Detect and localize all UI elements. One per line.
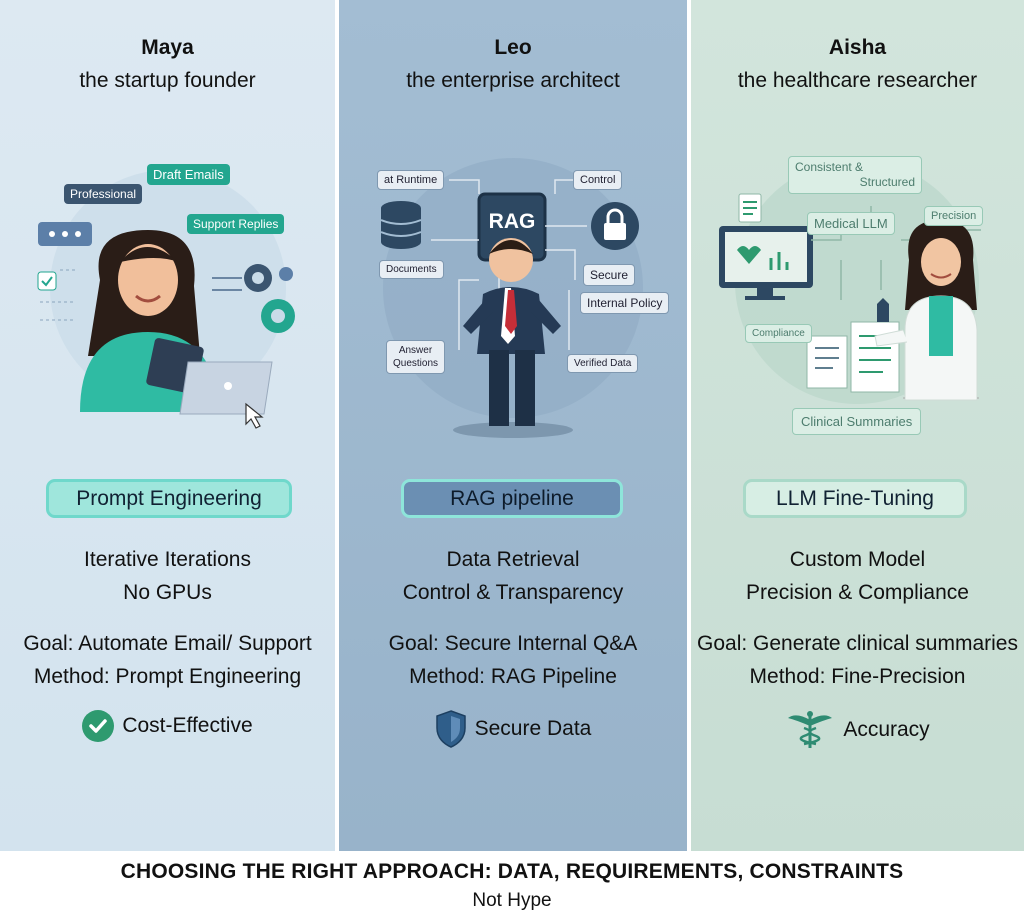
tag-at-runtime: at Runtime [377,170,445,190]
persona-column-maya: Maya the startup founder [0,0,335,851]
detail-line: Precision & Compliance [746,581,969,604]
leo-illustration-svg [380,158,643,438]
leo-illustration: at Runtime Control Documents Secure Inte… [339,150,687,440]
approach-pill-rag-pipeline: RAG pipeline [401,479,623,518]
detail-line: Data Retrieval [446,548,580,571]
goal-line: Goal: Generate clinical summaries [697,632,1018,655]
persona-column-leo: Leo the enterprise architect [339,0,687,851]
footer-title: CHOOSING THE RIGHT APPROACH: DATA, REQUI… [120,860,904,883]
outcome-label: Cost-Effective [122,714,253,737]
tag-secure: Secure [583,264,636,286]
aisha-illustration: Consistent & Structured Medical LLM Prec… [691,150,1024,440]
persona-name: Leo [494,36,532,59]
detail-line: Control & Transparency [402,581,624,604]
tag-professional: Professional [64,184,143,204]
tag-control: Control [573,170,623,190]
approach-pill-llm-fine-tuning: LLM Fine-Tuning [743,479,967,518]
goal-line: Goal: Secure Internal Q&A [388,632,638,655]
lock-icon [591,202,639,250]
persona-name: Aisha [828,36,887,59]
tag-documents: Documents [379,260,444,279]
caduceus-icon [788,711,833,748]
tag-structured: Structured [859,175,915,189]
outcome-badge: Accuracy [691,710,1024,750]
footer-subtitle: Not Hype [472,890,552,911]
goal-line: Goal: Automate Email/ Support [23,632,312,655]
tag-support-replies: Support Replies [187,214,285,234]
database-icon [380,201,422,249]
approach-pill-prompt-engineering: Prompt Engineering [46,479,292,518]
tag-internal-policy: Internal Policy [580,292,670,314]
check-circle-icon [82,710,115,742]
tag-medical-llm: Medical LLM [807,212,895,235]
method-line: Method: RAG Pipeline [409,665,617,688]
persona-role: the enterprise architect [406,69,620,92]
detail-line: No GPUs [123,581,212,604]
tag-answer: Answer [398,345,433,356]
detail-line: Custom Model [789,548,926,571]
persona-name: Maya [141,36,194,59]
outcome-label: Secure Data [474,717,592,740]
outcome-badge: Cost-Effective [0,710,335,742]
persona-role: the startup founder [79,69,256,92]
method-line: Method: Prompt Engineering [33,665,302,688]
footer [0,851,1024,916]
tag-consistent: Consistent & [795,160,864,174]
tag-verified-data: Verified Data [567,354,639,373]
tag-answer-questions: Answer Questions [386,340,446,374]
rag-chip-label: RAG [488,210,536,233]
monitor-icon [719,226,813,300]
tag-compliance: Compliance [745,324,812,343]
persona-column-aisha: Aisha the healthcare researcher [691,0,1024,851]
tag-consistent-structured: Consistent & Structured [788,156,922,194]
persona-role: the healthcare researcher [737,69,978,92]
outcome-badge: Secure Data [339,710,687,748]
detail-line: Iterative Iterations [84,548,251,571]
tag-questions: Questions [393,358,439,369]
outcome-label: Accuracy [843,718,930,741]
method-line: Method: Fine-Precision [749,665,966,688]
shield-icon [435,710,466,748]
tag-draft-emails: Draft Emails [147,164,230,185]
tag-clinical-summaries: Clinical Summaries [792,408,922,435]
maya-illustration: Professional Draft Emails Support Replie… [0,150,335,440]
tag-precision: Precision [924,206,984,226]
maya-illustration-svg [37,170,295,429]
aisha-illustration-svg [719,160,981,404]
